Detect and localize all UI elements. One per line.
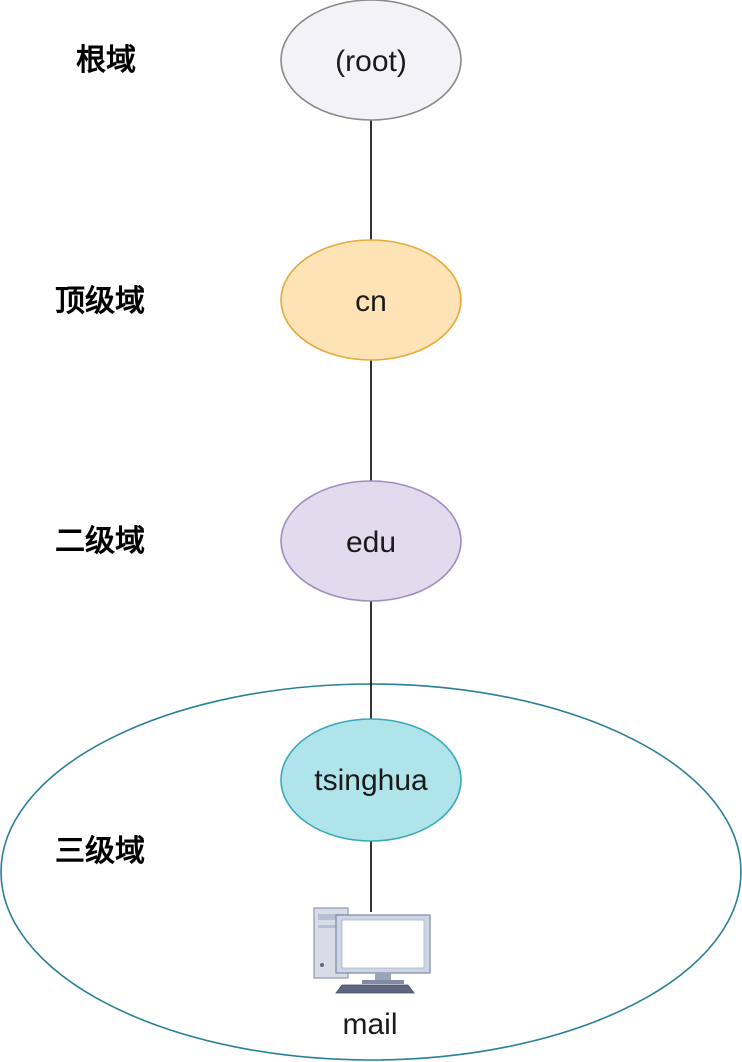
node-tsinghua: tsinghua [280,718,462,842]
node-edu: edu [280,480,462,602]
node-root-shape [280,0,462,121]
node-cn-label: cn [355,285,387,318]
node-cn-shape [280,239,462,361]
computer-monitor-base [362,980,404,984]
node-root: (root) [280,0,462,121]
computer-tower-slot [318,925,344,928]
node-cn: cn [280,239,462,361]
node-root-label: (root) [335,45,407,78]
level-label-top: 顶级域 [55,284,145,319]
computer-power-button [320,963,324,967]
level-label-second: 二级域 [55,524,145,559]
computer-monitor-screen [341,919,425,969]
node-tsinghua-shape [280,718,462,842]
computer-monitor-neck [375,973,391,981]
level-label-third: 三级域 [55,834,145,869]
node-edu-label: edu [346,526,396,559]
computer-keyboard [335,984,415,994]
host-mail-label: mail [342,1008,397,1041]
desktop-computer-icon [313,907,431,994]
computer-tower-front [318,914,344,920]
node-edu-shape [280,480,462,602]
node-tsinghua-label: tsinghua [314,764,428,797]
level-label-root: 根域 [76,43,136,78]
